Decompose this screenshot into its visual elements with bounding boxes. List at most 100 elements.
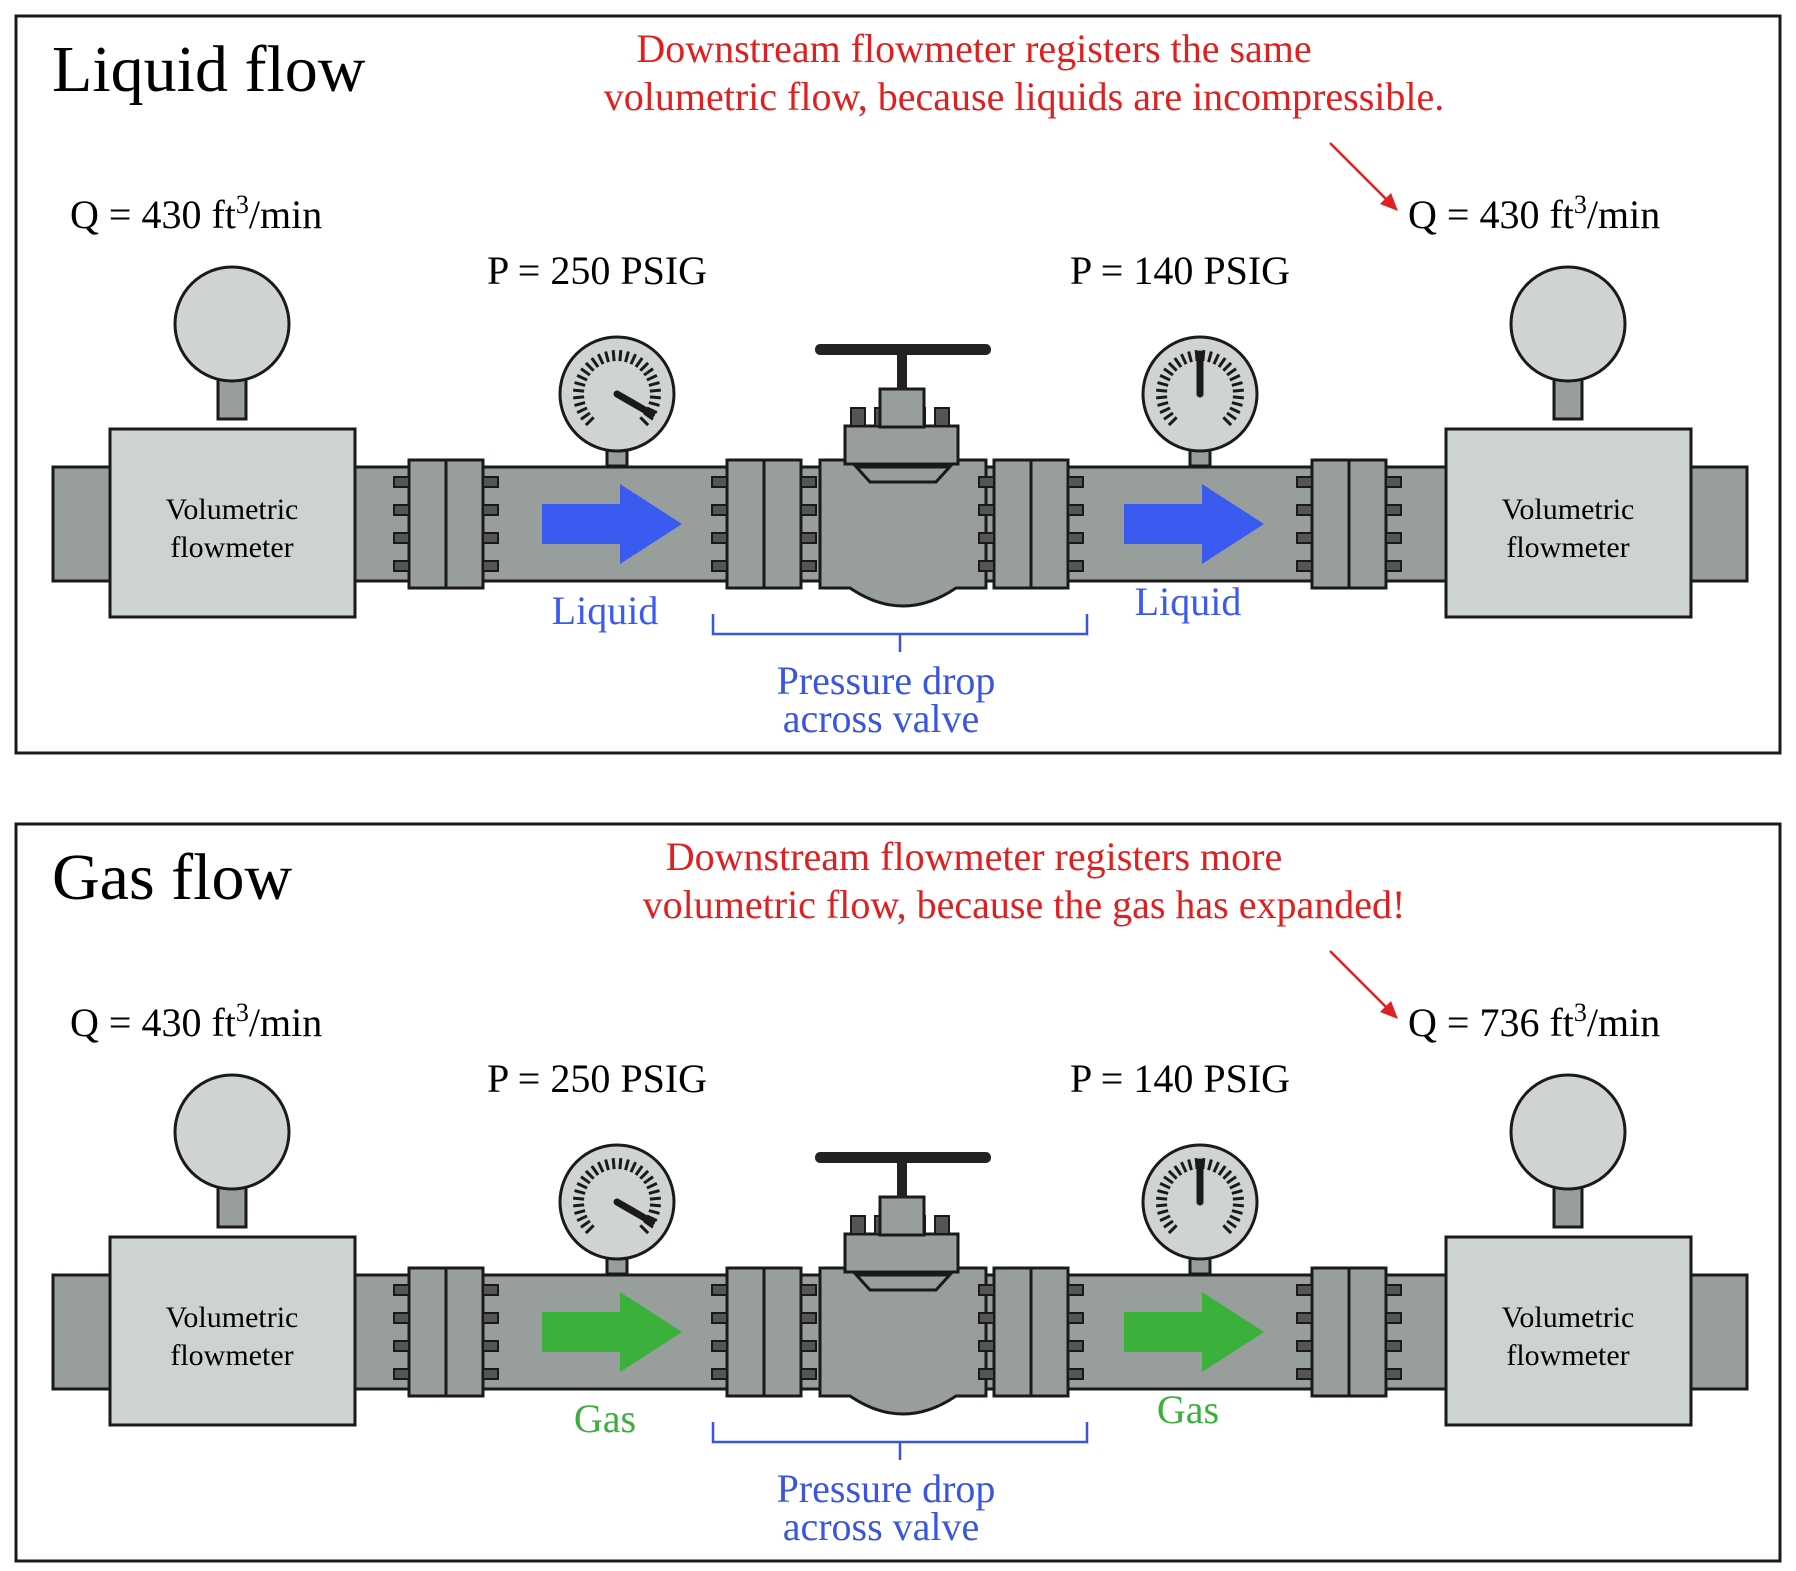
flow-prefix: Q = 430 ft (1408, 192, 1574, 237)
upstream-fluid-label: Liquid (552, 588, 659, 633)
gas-upstream-flowmeter-label-line-2: flowmeter (170, 1339, 293, 1372)
gauge-tick (1207, 1159, 1213, 1171)
gauge-tick (1231, 1209, 1243, 1215)
gauge-tick (1229, 1182, 1241, 1190)
gauge-tick (629, 1161, 637, 1173)
gauge-tick (1163, 1175, 1174, 1185)
gauge-tick (1157, 381, 1169, 387)
liquid-upstream-flowmeter-body (108, 427, 357, 619)
gauge-tick (580, 411, 591, 421)
gauge-tick (580, 1175, 591, 1185)
bolt-head-icon (393, 1368, 410, 1380)
pressure-drop-bracket (711, 1422, 1089, 1460)
bolt-head-icon (482, 1340, 499, 1352)
gauge-tick (1163, 1219, 1174, 1229)
bolt-head-icon (1385, 476, 1402, 488)
gauge-tick (618, 1158, 623, 1170)
gauge-tick (1159, 1214, 1171, 1222)
gauge-tick (1187, 1159, 1193, 1171)
gauge-tick (649, 1203, 661, 1208)
gauge-tick (584, 361, 595, 372)
gauge-tick (1173, 1165, 1183, 1176)
pipe-assembly: VolumetricflowmeterVolumetricflowmeterLi… (51, 265, 1749, 741)
gauge-tick (1156, 388, 1168, 393)
flow-superscript: 3 (1574, 998, 1587, 1027)
note-pointer-line (1329, 142, 1389, 202)
liquid-downstream-flowmeter-body (1444, 427, 1693, 619)
downstream-flow-reading: Q = 736 ft3/min (1408, 998, 1660, 1045)
bonnet-bolt-icon (934, 407, 950, 427)
gas-upstream-flowmeter-label-line-1: Volumetric (166, 1301, 299, 1334)
gauge-tick (576, 1182, 588, 1190)
note-line-1: Downstream flowmeter registers more (666, 834, 1282, 879)
bolt-head-icon (711, 560, 728, 572)
gauge-tick (639, 416, 650, 427)
valve-handwheel-icon (815, 344, 991, 355)
flow-suffix: /min (1587, 192, 1660, 237)
bolt-head-icon (1385, 1368, 1402, 1380)
gauge-tick (1167, 361, 1178, 372)
flow-direction-arrow-icon (542, 484, 682, 564)
gauge-tick (576, 374, 588, 382)
valve-packing (878, 387, 926, 429)
bolt-head-icon (1067, 504, 1084, 516)
bolt-head-icon (393, 476, 410, 488)
gauge-tick (580, 367, 591, 377)
bolt-head-icon (800, 1368, 817, 1380)
gauge-tick (648, 1189, 660, 1195)
bonnet-bolt-icon (850, 407, 866, 427)
upstream-fluid-label: Gas (574, 1396, 636, 1441)
flowmeter-dial-icon (1509, 1073, 1627, 1191)
gauge-tick (648, 381, 660, 387)
gauge-tick (1187, 351, 1193, 363)
gauge-tick (624, 1159, 630, 1171)
bolt-head-icon (1067, 1284, 1084, 1296)
bolt-head-icon (393, 560, 410, 572)
gauge-tick (1159, 374, 1171, 382)
bolt-head-icon (1067, 476, 1084, 488)
bonnet-bolt-icon (850, 1215, 866, 1235)
bolt-head-icon (800, 532, 817, 544)
upstream-flow-reading: Q = 430 ft3/min (70, 190, 322, 237)
pipe-assembly: VolumetricflowmeterVolumetricflowmeterGa… (51, 1073, 1749, 1549)
flow-direction-arrow-icon (1124, 484, 1264, 564)
flowmeter-dial-icon (1509, 265, 1627, 383)
note-line-2: volumetric flow, because the gas has exp… (643, 882, 1406, 927)
liquid-downstream-flowmeter-label-line-2: flowmeter (1506, 531, 1629, 564)
bolt-head-icon (711, 1340, 728, 1352)
gauge-tick (1217, 357, 1227, 368)
bolt-head-icon (711, 476, 728, 488)
bolt-head-icon (978, 476, 995, 488)
gauge-tick (1180, 353, 1188, 365)
gauge-tick (1226, 1219, 1237, 1229)
gauge-tick (1229, 374, 1241, 382)
bolt-head-icon (1296, 476, 1313, 488)
bolt-head-icon (1385, 1340, 1402, 1352)
upstream-pressure-reading: P = 250 PSIG (487, 248, 707, 293)
gauge-tick (648, 1209, 660, 1215)
gauge-tick (648, 401, 660, 407)
gauge-tick (1229, 1214, 1241, 1222)
bolt-head-icon (482, 1284, 499, 1296)
note-line-1: Downstream flowmeter registers the same (636, 26, 1311, 71)
gauge-tick (639, 1224, 650, 1235)
flow-prefix: Q = 430 ft (70, 192, 236, 237)
flange-plate (444, 1266, 485, 1398)
gauge-tick (584, 1169, 595, 1180)
gauge-tick (646, 374, 658, 382)
flow-direction-arrow-icon (542, 1292, 682, 1372)
gauge-tick (1180, 1161, 1188, 1173)
gauge-tick (1232, 395, 1244, 400)
bolt-head-icon (1067, 1312, 1084, 1324)
valve-stem (897, 1160, 907, 1198)
flange-plate (992, 458, 1033, 590)
gauge-tick (584, 1224, 595, 1235)
bolt-head-icon (1296, 560, 1313, 572)
gauge-tick (1231, 401, 1243, 407)
gauge-tick (1222, 1224, 1233, 1235)
flow-direction-arrow-icon (1124, 1292, 1264, 1372)
flange-plate (1347, 1266, 1388, 1398)
bolt-head-icon (1296, 1284, 1313, 1296)
flange-plate (725, 458, 766, 590)
